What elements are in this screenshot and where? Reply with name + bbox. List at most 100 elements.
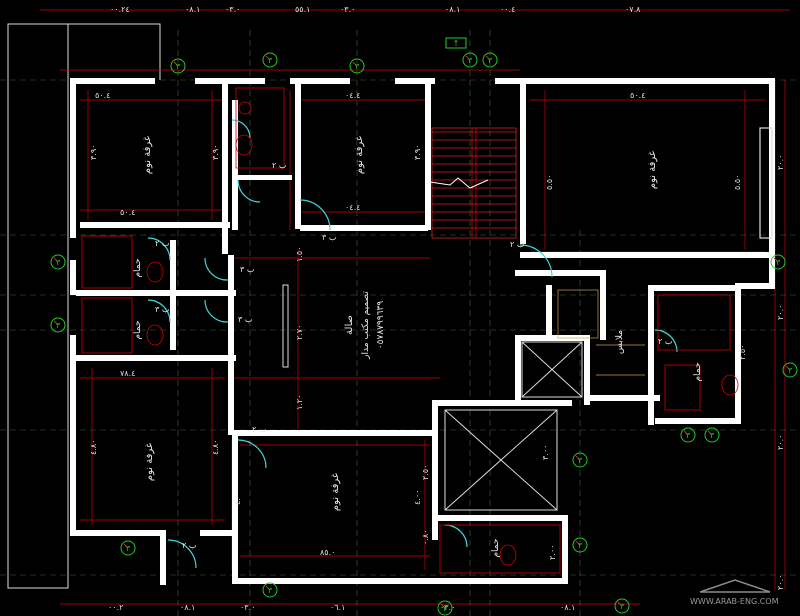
dim-room: ٣.٠٠: [541, 445, 550, 460]
hall-column: [282, 284, 289, 368]
grid-bubble-label: ٣: [620, 602, 625, 611]
dim-room: ٢.٠٠: [548, 545, 557, 560]
room-label-bedroom-s: غرفة نوم: [330, 473, 341, 511]
grid-bubble: [349, 58, 365, 74]
grid-bubble-label: ٣: [488, 56, 493, 65]
dim-room: ٧٨.٤: [120, 369, 135, 378]
grid-bubble-mark: [265, 585, 270, 590]
door-tag: ب ٣: [240, 265, 254, 274]
dim-top: ٠٨.١: [445, 5, 460, 14]
grid-bubble: [572, 452, 588, 468]
grid-bubble-mark: [53, 257, 58, 262]
room-label-dressing: ملابس: [615, 330, 625, 354]
grid-bubble-mark: [683, 430, 688, 435]
door-tag: ب ٣: [238, 315, 252, 324]
grid-bubble: [50, 254, 66, 270]
grid-bubble: [462, 52, 478, 68]
door-tag: ب ٣: [155, 305, 169, 314]
room-label-bath-e: حمام: [693, 362, 703, 381]
grid-bubble-mark: [575, 540, 580, 545]
dim-room: ١.٢٠: [295, 395, 304, 410]
dim-room: ٤.٠٠: [233, 490, 242, 505]
grid-bubble-label: ٣: [443, 604, 448, 613]
grid-bubble-mark: [123, 543, 128, 548]
lightwell: [444, 341, 583, 511]
dim-bottom: ٠٨.١: [180, 603, 195, 612]
room-label-hall: صالة: [344, 315, 355, 335]
north-sign: ↑: [445, 37, 467, 49]
terrace-outline: [7, 23, 161, 589]
room-labels: غرفة نوم غرفة نوم غرفة نوم غرفة نوم غرفة…: [133, 136, 703, 558]
office-credit: تصميم مكتب مدار: [361, 291, 371, 360]
room-label-bedroom-sw: غرفة نوم: [144, 443, 155, 481]
dim-top: ٠٠.٤: [500, 5, 515, 14]
dim-room: ٢.٧٠: [295, 325, 304, 340]
window: [759, 127, 773, 239]
dim-room: ٠٤.٤: [345, 203, 360, 212]
grid-bubble-label: ٣: [56, 321, 61, 330]
grid-bubble-label: ٣: [176, 62, 181, 71]
grid-bubble-mark: [53, 320, 58, 325]
grid-bubble-mark: [173, 61, 178, 66]
dim-bottom: ٠٣.٠: [240, 603, 255, 612]
dim-bottom: ٠٠.٢: [108, 603, 123, 612]
grid-bubble-mark: [773, 257, 778, 262]
dim-room: ٥.٥٠: [733, 175, 742, 190]
dim-side: ٢٠.٠: [776, 435, 785, 450]
bath-fixtures: [81, 87, 739, 574]
grid-bubble-mark: [352, 61, 357, 66]
dim-top: ٠٨.١: [185, 5, 200, 14]
dimension-lines: [40, 9, 790, 605]
grid-bubble: [680, 427, 696, 443]
grid-bubble-mark: [265, 55, 270, 60]
door-tag: ب ٢: [155, 239, 169, 248]
dim-side: ٢٠.٠: [776, 155, 785, 170]
dim-room: ٠٤.٤: [345, 91, 360, 100]
grid-bubble-label: ٣: [355, 62, 360, 71]
room-label-bedroom-nw: غرفة نوم: [142, 136, 153, 174]
grid-bubble: [770, 254, 786, 270]
grid-bubble-label: ٣: [578, 541, 583, 550]
grid-bubble: [437, 600, 453, 616]
grid-bubble: [704, 427, 720, 443]
grid-bubble: [120, 540, 136, 556]
doors: [147, 119, 678, 569]
room-label-bath-w1: حمام: [133, 258, 143, 277]
grid-bubble-label: ٣: [268, 56, 273, 65]
dimension-texts: ٠٠.٢٤ ٠٨.١ ٠٣.٠ ٥٥.١ ٠٣.٠ ٠٨.١ ٠٠.٤ ٠٧.٨…: [89, 5, 785, 612]
dim-top: ٠٣.٠: [225, 5, 240, 14]
grid-bubble: [262, 582, 278, 598]
dim-room: ٥.٥٠: [545, 175, 554, 190]
dim-side: ٢٠.٠: [776, 305, 785, 320]
watermark-text: WWW.ARAB-ENG.COM: [690, 597, 779, 606]
dim-top: ٠٣.٠: [340, 5, 355, 14]
dim-room: ٥٠.٤: [95, 91, 110, 100]
grid-bubble: [50, 317, 66, 333]
grid-bubble-mark: [465, 55, 470, 60]
dim-room: ٢.٥٠: [421, 465, 430, 480]
dim-room: ٤.٨٠: [211, 440, 220, 455]
grid-bubble-mark: [440, 603, 445, 608]
grid-bubble-label: ٣: [56, 258, 61, 267]
dim-top: ٥٥.١: [295, 5, 310, 14]
dim-bottom: ٠٨.١: [560, 603, 575, 612]
dim-top: ٠٠.٢٤: [110, 5, 130, 14]
grid-bubble: [170, 58, 186, 74]
grid-bubble-label: ٣: [126, 544, 131, 553]
dim-bottom: ٠٣.٠: [440, 603, 455, 612]
door-tag: ب ٢: [182, 541, 196, 550]
dim-room: ٥٠.٤: [630, 91, 645, 100]
room-label-bedroom-n: غرفة نوم: [354, 136, 365, 174]
dim-top: ٠٧.٨: [625, 5, 641, 14]
door-tag: ب ٢: [658, 337, 672, 346]
watermark: WWW.ARAB-ENG.COM: [690, 579, 779, 606]
grid-bubble-label: ٣: [686, 431, 691, 440]
grid-bubble-label: ٣: [788, 366, 793, 375]
staircase: [429, 127, 517, 239]
room-label-bath-s: حمام: [491, 538, 501, 557]
door-tags: ب ٢ ب ٣ ب ٣ ب ٣ ب ٢ ب ٣ ب ٢ ب ٢ ب ٢ ب ٢: [155, 161, 672, 550]
grid-bubble-label: ٣: [710, 431, 715, 440]
grid-bubble-mark: [785, 365, 790, 370]
